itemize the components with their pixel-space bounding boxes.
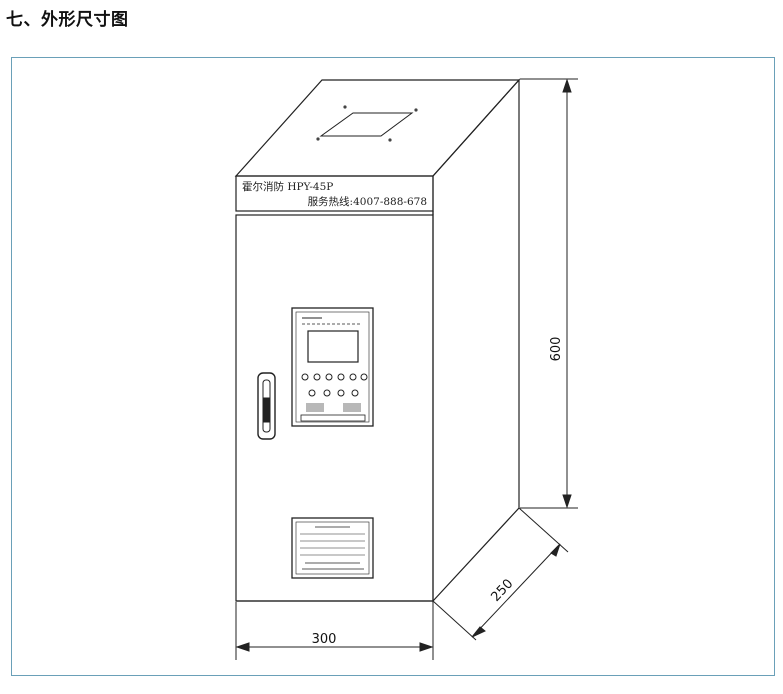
nameplate bbox=[291, 517, 374, 579]
section-heading: 七、外形尺寸图 bbox=[6, 10, 129, 30]
height-dimension-label: 600 bbox=[549, 337, 564, 362]
door-handle bbox=[257, 372, 276, 440]
label-hotline-text: 服务热线:4007-888-678 bbox=[308, 195, 427, 208]
drawing-frame bbox=[11, 57, 775, 676]
width-dimension bbox=[235, 602, 434, 660]
panel-buttons bbox=[301, 373, 368, 397]
label-model-text: 霍尔消防 HPY-45P bbox=[242, 180, 333, 193]
panel-display bbox=[307, 330, 359, 363]
top-vent bbox=[319, 112, 414, 137]
depth-dimension bbox=[432, 507, 569, 641]
width-dimension-label: 300 bbox=[312, 632, 337, 647]
panel-speaker-grilles bbox=[306, 403, 361, 412]
height-dimension bbox=[520, 78, 578, 509]
control-panel bbox=[291, 307, 374, 427]
depth-dimension-label: 250 bbox=[488, 576, 516, 604]
cabinet-side-face bbox=[432, 78, 520, 603]
